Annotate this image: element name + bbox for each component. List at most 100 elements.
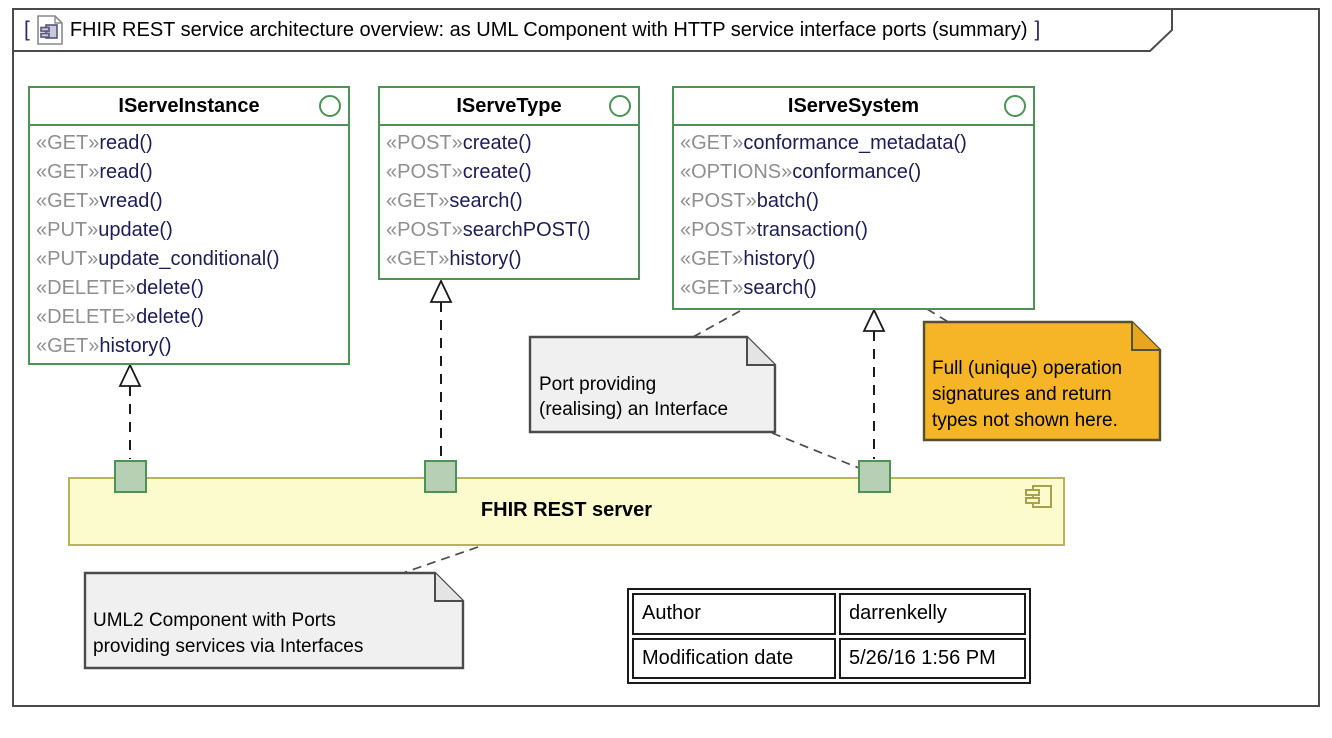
note-anchor-signature-note[interactable] xyxy=(926,308,951,324)
port-iservesystem[interactable] xyxy=(858,460,891,493)
interface-header: IServeType xyxy=(380,88,638,126)
method-row: «GET»history() xyxy=(386,245,634,274)
note-shape-port-note[interactable] xyxy=(528,335,777,434)
method-row: «GET»history() xyxy=(680,245,1029,274)
interface-operations: «GET»conformance_metadata() «OPTIONS»con… xyxy=(674,126,1033,303)
method-row: «GET»search() xyxy=(386,187,634,216)
note-text-component-note: UML2 Component with Ports providing serv… xyxy=(93,610,364,657)
method-row: «DELETE»delete() xyxy=(36,274,344,303)
table-cell-value: 5/26/16 1:56 PM xyxy=(839,637,1026,679)
port-iservetype[interactable] xyxy=(424,460,457,493)
interface-iserveinstance[interactable]: IServeInstance «GET»read() «GET»read() «… xyxy=(28,86,350,365)
method-stereotype: «PUT» xyxy=(36,219,99,241)
note-shape-component-note[interactable] xyxy=(83,571,465,670)
uml-component-icon xyxy=(1025,485,1052,508)
method-name: read() xyxy=(99,161,153,183)
note-anchor-port-note-to-port[interactable] xyxy=(771,432,860,469)
port-iserveinstance[interactable] xyxy=(114,460,147,493)
method-name: vread() xyxy=(99,190,163,212)
method-name: update() xyxy=(98,219,173,241)
method-name: create() xyxy=(462,132,532,154)
method-stereotype: «PUT» xyxy=(36,248,99,270)
interface-name: IServeSystem xyxy=(787,95,920,117)
note-fold-icon xyxy=(746,337,775,366)
note-anchor-port-note[interactable] xyxy=(692,310,741,338)
title-bracket-right: ] xyxy=(1034,18,1041,41)
method-name: batch() xyxy=(756,190,819,212)
interface-ball-icon xyxy=(319,95,341,117)
properties-table[interactable]: Author darrenkelly Modification date 5/2… xyxy=(627,588,1031,684)
method-stereotype: «GET» xyxy=(36,161,100,183)
method-stereotype: «GET» xyxy=(36,335,100,357)
method-name: conformance_metadata() xyxy=(743,132,967,154)
method-stereotype: «POST» xyxy=(680,190,757,212)
note-shape-signature-note[interactable] xyxy=(922,320,1162,442)
method-stereotype: «GET» xyxy=(386,248,450,270)
method-stereotype: «POST» xyxy=(680,219,757,241)
method-stereotype: «GET» xyxy=(680,277,744,299)
interface-name: IServeType xyxy=(456,95,562,117)
note-text-port-note: Port providing (realising) an Interface xyxy=(539,374,729,420)
method-name: history() xyxy=(449,248,522,270)
method-row: «POST»create() xyxy=(386,158,634,187)
method-name: search() xyxy=(449,190,523,212)
interface-iservetype[interactable]: IServeType «POST»create() «POST»create()… xyxy=(378,86,640,280)
method-stereotype: «GET» xyxy=(36,132,100,154)
method-name: history() xyxy=(99,335,172,357)
table-cell-key: Modification date xyxy=(632,637,836,679)
method-row: «GET»read() xyxy=(36,129,344,158)
interface-name: IServeInstance xyxy=(118,95,260,117)
realization-arrowhead-icon xyxy=(429,278,453,303)
component-diagram-icon xyxy=(37,15,63,45)
method-row: «DELETE»delete() xyxy=(36,303,344,332)
method-stereotype: «POST» xyxy=(386,161,463,183)
method-stereotype: «GET» xyxy=(386,190,450,212)
method-row: «OPTIONS»conformance() xyxy=(680,158,1029,187)
method-stereotype: «POST» xyxy=(386,132,463,154)
method-name: search() xyxy=(743,277,817,299)
diagram-title: FHIR REST service architecture overview:… xyxy=(69,18,1028,41)
note-fold-icon xyxy=(434,573,463,602)
method-stereotype: «OPTIONS» xyxy=(680,161,793,183)
component-label: FHIR REST server xyxy=(480,499,653,521)
method-stereotype: «GET» xyxy=(680,132,744,154)
diagram-frame-heading xyxy=(12,8,1173,52)
method-name: searchPOST() xyxy=(462,219,591,241)
method-name: create() xyxy=(462,161,532,183)
method-row: «GET»conformance_metadata() xyxy=(680,129,1029,158)
realization-arrowhead-icon xyxy=(118,362,142,387)
method-row: «POST»transaction() xyxy=(680,216,1029,245)
method-row: «PUT»update_conditional() xyxy=(36,245,344,274)
table-cell-key: Author xyxy=(632,593,836,635)
method-row: «POST»create() xyxy=(386,129,634,158)
method-stereotype: «POST» xyxy=(386,219,463,241)
note-anchor-component-note[interactable] xyxy=(399,546,479,575)
component-fhir-rest-server[interactable]: FHIR REST server xyxy=(68,477,1065,546)
interface-ball-icon xyxy=(1004,95,1026,117)
method-name: transaction() xyxy=(756,219,868,241)
method-row: «POST»searchPOST() xyxy=(386,216,634,245)
interface-header: IServeSystem xyxy=(674,88,1033,126)
method-row: «GET»read() xyxy=(36,158,344,187)
method-row: «GET»vread() xyxy=(36,187,344,216)
interface-ball-icon xyxy=(609,95,631,117)
note-fold-icon xyxy=(1131,322,1160,351)
method-row: «PUT»update() xyxy=(36,216,344,245)
method-stereotype: «GET» xyxy=(680,248,744,270)
interface-operations: «GET»read() «GET»read() «GET»vread() «PU… xyxy=(30,126,348,361)
method-name: update_conditional() xyxy=(98,248,280,270)
title-bracket-left: [ xyxy=(24,18,30,41)
diagram-title-bar: [ FHIR REST service architecture overvie… xyxy=(24,13,1040,47)
method-name: delete() xyxy=(136,306,204,328)
method-stereotype: «DELETE» xyxy=(36,277,137,299)
method-name: history() xyxy=(743,248,816,270)
method-name: delete() xyxy=(136,277,204,299)
note-text-signature-note: Full (unique) operation signatures and r… xyxy=(932,358,1123,431)
method-row: «GET»history() xyxy=(36,332,344,361)
method-stereotype: «GET» xyxy=(36,190,100,212)
method-row: «POST»batch() xyxy=(680,187,1029,216)
realization-arrowhead-icon xyxy=(862,307,886,332)
interface-iservesystem[interactable]: IServeSystem «GET»conformance_metadata()… xyxy=(672,86,1035,310)
table-cell-value: darrenkelly xyxy=(839,593,1026,635)
